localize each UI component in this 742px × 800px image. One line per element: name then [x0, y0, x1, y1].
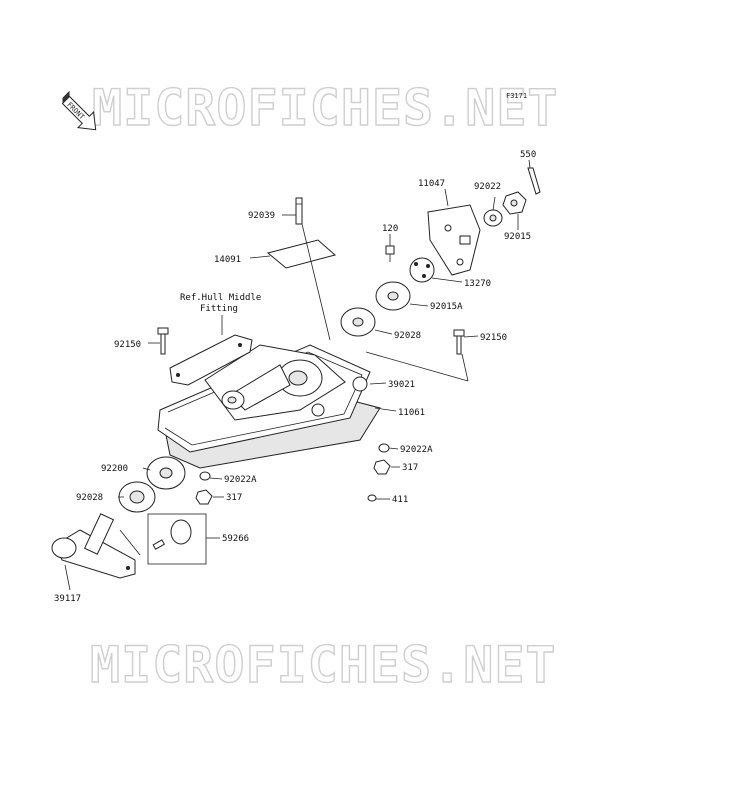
cap-92015A — [375, 281, 411, 311]
label-11061: 11061 — [398, 408, 425, 418]
label-92022A-left: 92022A — [224, 475, 257, 485]
label-317-right: 317 — [402, 463, 418, 473]
label-120: 120 — [382, 224, 398, 234]
washer-92022A-left — [199, 471, 211, 481]
bolt-92150-left — [157, 327, 169, 355]
fitting-59266 — [147, 513, 207, 565]
label-92015: 92015 — [504, 232, 531, 242]
washer-92022 — [483, 209, 503, 227]
pin-550 — [527, 167, 541, 195]
label-92022A-right: 92022A — [400, 445, 433, 455]
nut-317-left — [195, 489, 213, 505]
leader-lines — [64, 159, 531, 591]
hull-fitting-bracket — [169, 334, 253, 386]
label-13270: 13270 — [464, 279, 491, 289]
label-92039: 92039 — [248, 211, 275, 221]
washer-92028-upper — [340, 307, 376, 337]
label-14091: 14091 — [214, 255, 241, 265]
watermark-top: MICROFICHES.NET — [92, 79, 559, 137]
nut-317-right — [373, 459, 391, 475]
label-92028-lower: 92028 — [76, 493, 103, 503]
figure-code: F3171 — [506, 92, 527, 100]
clip-411 — [367, 494, 377, 502]
label-92200: 92200 — [101, 464, 128, 474]
gear-13270 — [409, 257, 435, 283]
screw-120 — [385, 245, 395, 262]
label-92028-upper: 92028 — [394, 331, 421, 341]
bushing-92028-lower — [118, 481, 156, 513]
reference-note-line2: Fitting — [200, 304, 238, 314]
plate-14091 — [266, 239, 337, 269]
bolt-92150-right — [453, 329, 465, 355]
washer-92022A-right — [378, 443, 390, 453]
label-550: 550 — [520, 150, 536, 160]
label-92022: 92022 — [474, 182, 501, 192]
hull-plate-assembly — [157, 344, 381, 469]
lever-39117 — [51, 513, 136, 579]
watermark-bottom: MICROFICHES.NET — [90, 636, 557, 694]
bracket-11047 — [427, 204, 481, 276]
reference-note-line1: Ref.Hull Middle — [180, 293, 261, 303]
label-92150-left: 92150 — [114, 340, 141, 350]
stud-92039 — [295, 197, 303, 225]
washer-92200 — [146, 456, 186, 490]
label-11047: 11047 — [418, 179, 445, 189]
label-411: 411 — [392, 495, 408, 505]
nut-92015 — [502, 191, 527, 215]
label-59266: 59266 — [222, 534, 249, 544]
label-39021: 39021 — [388, 380, 415, 390]
label-39117: 39117 — [54, 594, 81, 604]
label-317-left: 317 — [226, 493, 242, 503]
label-92015A: 92015A — [430, 302, 463, 312]
label-92150-right: 92150 — [480, 333, 507, 343]
